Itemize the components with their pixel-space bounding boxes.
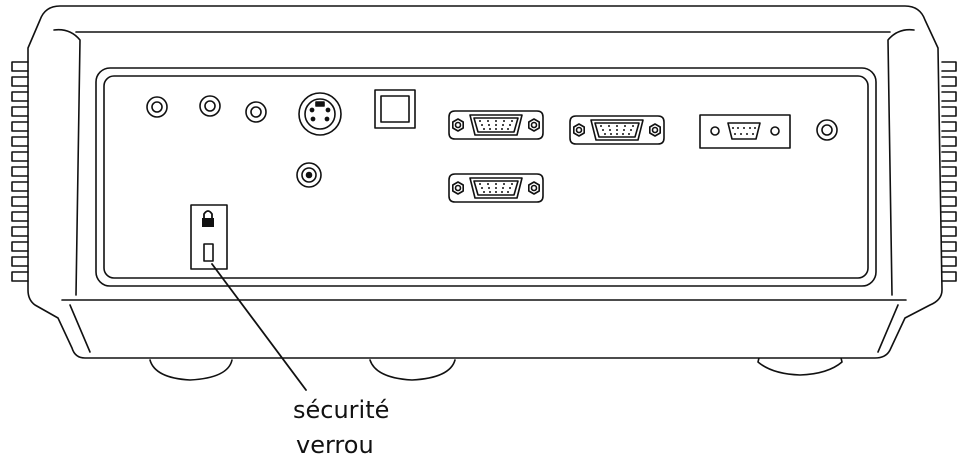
serial-port xyxy=(699,114,791,149)
s-video-port xyxy=(298,92,342,136)
callout-label-line1: sécurité xyxy=(293,396,390,424)
audio-jack xyxy=(296,162,322,188)
round-jack xyxy=(816,119,838,141)
rca-jack xyxy=(199,95,221,117)
security-lock-slot xyxy=(190,204,228,270)
connector-panel-inner xyxy=(103,75,869,279)
vga-port xyxy=(448,173,544,203)
rca-jack xyxy=(245,101,267,123)
vent-left xyxy=(11,61,29,282)
callout-label-line2: verrou xyxy=(296,431,374,459)
usb-port xyxy=(374,89,416,129)
callout-leader-line xyxy=(211,263,307,391)
vga-port xyxy=(569,115,665,145)
foot-left xyxy=(149,359,233,381)
vga-port xyxy=(448,110,544,140)
projector-body xyxy=(27,5,943,359)
rca-jack xyxy=(146,96,168,118)
padlock-icon xyxy=(202,210,214,227)
foot-center xyxy=(369,359,456,381)
connector-panel-outer xyxy=(95,67,877,287)
vent-right xyxy=(941,61,957,282)
